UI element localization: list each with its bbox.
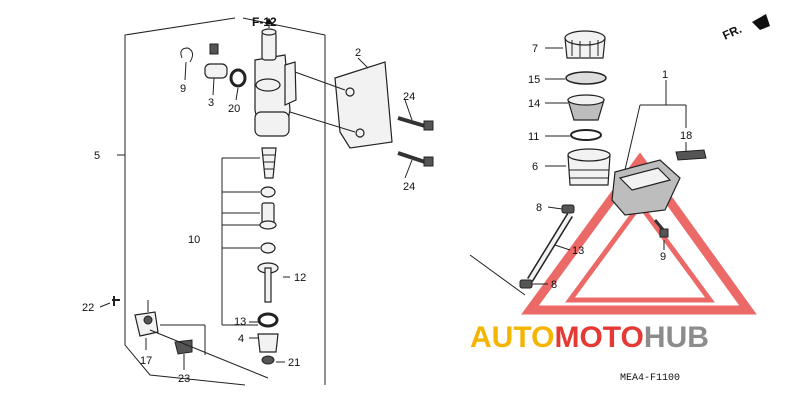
callout-13-left: 13 [234,316,246,328]
callout-11: 11 [528,131,539,143]
callout-7: 7 [532,43,538,55]
callout-15: 15 [528,74,540,86]
pin-22 [112,296,120,306]
bolt-lower [397,151,434,167]
reference-label-f12: F-12 [252,15,277,29]
watermark-moto: MOTO [554,321,643,354]
callout-24-upper: 24 [403,91,415,103]
callout-3: 3 [208,97,214,109]
callout-9-left: 9 [180,83,186,95]
callout-17: 17 [140,355,152,367]
hose-13 [527,213,573,282]
callout-14: 14 [528,98,540,110]
cover-18 [675,149,707,161]
clevis [134,300,159,337]
watermark-text: AUTOMOTOHUB [470,321,709,354]
callout-1: 1 [662,69,668,81]
callout-6: 6 [532,161,538,173]
o-ring-20 [229,68,247,88]
plate-15 [565,71,607,85]
callout-24-lower: 24 [403,181,415,193]
reservoir-tank-1 [611,159,681,216]
diaphragm-14 [567,94,605,121]
watermark-auto: AUTO [470,321,554,354]
callout-4: 4 [238,333,244,345]
watermark-logo [521,152,757,315]
hose-clip-lower [519,279,533,289]
hose-joint [204,43,228,79]
reservoir-cap [564,30,606,59]
push-rod [257,262,279,303]
assembly-bracket-left [117,17,326,386]
reservoir-6 [567,148,611,186]
callout-9-right: 9 [660,251,666,263]
bolt-line-upper [294,71,346,91]
callout-18: 18 [680,130,692,142]
switch-23 [174,339,193,355]
bolt-line-lower [289,111,356,133]
callout-21: 21 [288,357,300,369]
watermark-hub: HUB [644,321,709,354]
callout-2: 2 [355,47,361,59]
master-cylinder-body [254,28,297,137]
hose-clip [180,47,194,63]
callout-12: 12 [294,272,306,284]
callout-10: 10 [188,234,200,246]
callout-23: 23 [178,373,190,385]
callout-22: 22 [82,302,94,314]
callout-20: 20 [228,103,240,115]
watermark-triangle-outer [521,152,757,315]
front-direction-indicator: FR. [720,14,770,43]
callout-13-right: 13 [572,245,584,257]
callout-8-upper: 8 [536,202,542,214]
float-11 [570,129,602,141]
diagram-code: MEA4-F1100 [620,373,680,384]
watermark-triangle-inner [565,200,715,303]
piston-set [259,147,277,254]
center-line [149,329,269,379]
hose-clip-upper [561,204,575,214]
arrow-right-icon [752,14,770,30]
callout-8-lower: 8 [551,279,557,291]
direction-label: FR. [720,22,743,43]
mounting-bracket-plate [334,61,393,149]
f12-arrow [265,18,273,24]
piston-parts-lower [257,312,279,365]
bolt-upper [397,116,434,131]
callout-5: 5 [94,150,100,162]
screw-9 [653,219,669,238]
